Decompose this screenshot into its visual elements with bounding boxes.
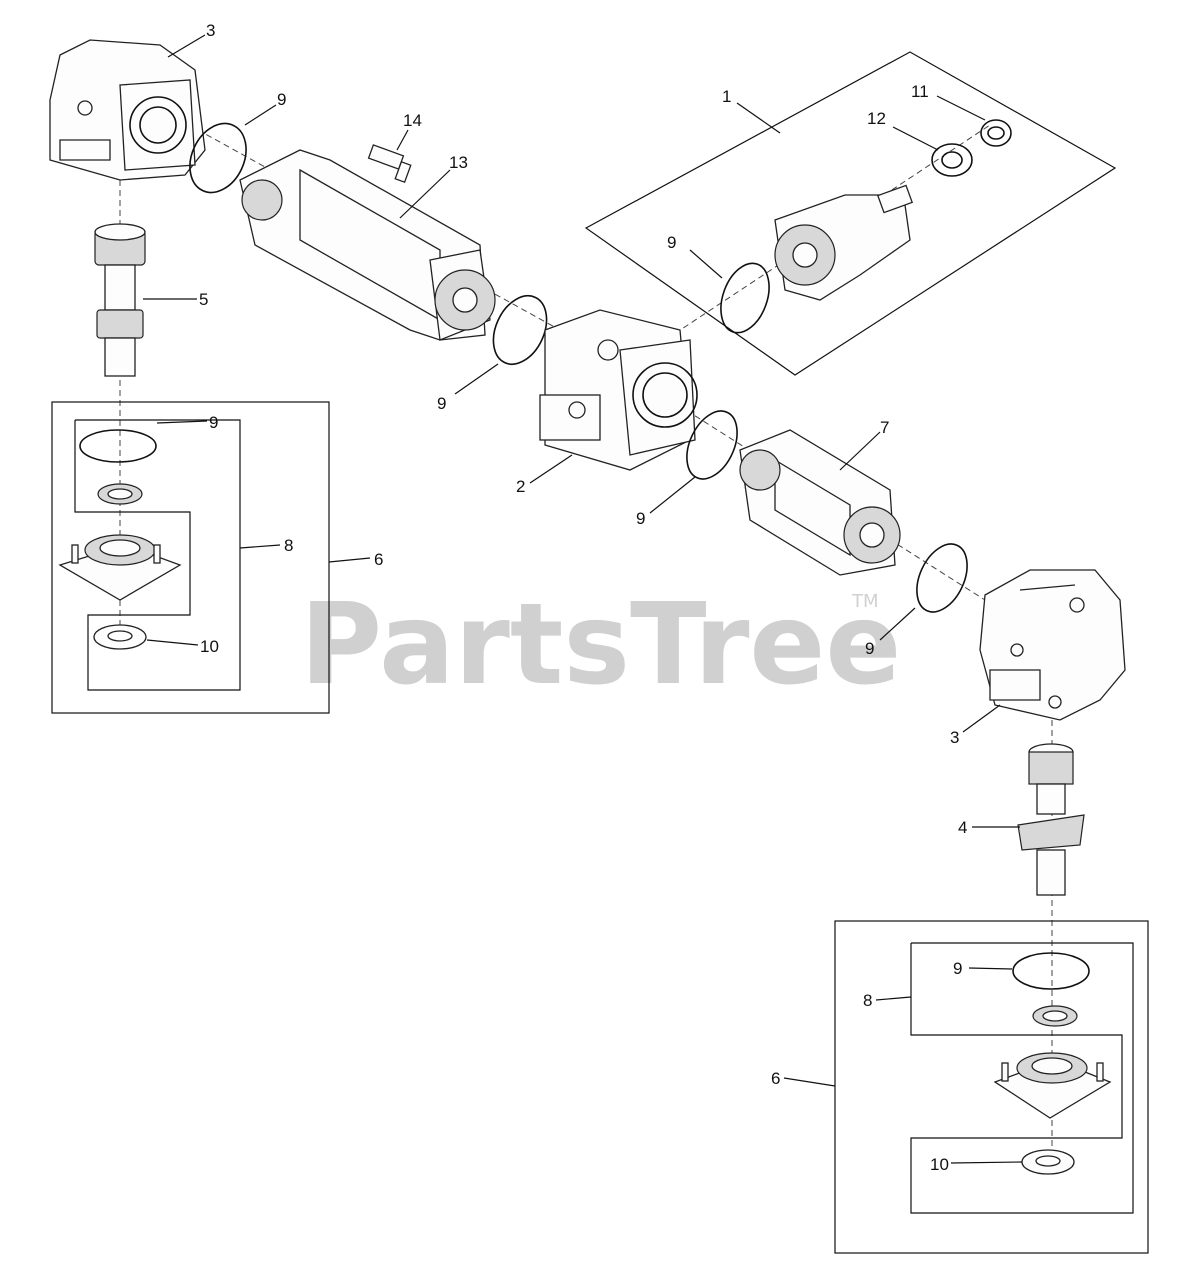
callout-9-right: 9 bbox=[865, 639, 874, 658]
callout-5: 5 bbox=[199, 290, 208, 309]
bearing-kit-right bbox=[1032, 1005, 1078, 1027]
gear-housing-top-left bbox=[49, 39, 206, 181]
bearing-kit-left bbox=[97, 483, 143, 505]
watermark-tm: TM bbox=[851, 591, 879, 612]
leader-lines bbox=[143, 34, 1023, 1164]
o-ring-kit-right bbox=[1012, 952, 1090, 990]
bearing-cap-left bbox=[58, 534, 182, 601]
callout-12: 12 bbox=[867, 109, 886, 128]
seal-11 bbox=[980, 119, 1012, 147]
o-ring-lower-right bbox=[916, 543, 968, 613]
callout-9-kit1: 9 bbox=[667, 233, 676, 252]
callout-7: 7 bbox=[880, 418, 889, 437]
watermark: PartsTree bbox=[300, 580, 901, 710]
callout-9-kit-right: 9 bbox=[953, 959, 962, 978]
pinion-shaft-left bbox=[94, 223, 146, 377]
callout-10-left: 10 bbox=[200, 637, 219, 656]
callout-10-right: 10 bbox=[930, 1155, 949, 1174]
short-tube-housing bbox=[739, 429, 901, 576]
o-ring-kit-1 bbox=[720, 262, 770, 334]
seal-12 bbox=[931, 143, 973, 177]
bolt bbox=[367, 144, 412, 184]
callout-6-left: 6 bbox=[374, 550, 383, 569]
callout-8-right: 8 bbox=[863, 991, 872, 1010]
callout-1: 1 bbox=[722, 87, 731, 106]
pinion-shaft-right bbox=[1017, 743, 1085, 896]
o-ring-mid-left bbox=[492, 295, 548, 365]
o-ring-kit-left bbox=[79, 429, 157, 463]
kit-box-6-right bbox=[834, 920, 1149, 1254]
callout-14: 14 bbox=[403, 111, 422, 130]
callout-3-top: 3 bbox=[206, 21, 215, 40]
callout-9-mid: 9 bbox=[636, 509, 645, 528]
callouts: 1 2 3 3 4 5 6 6 7 8 8 9 9 9 9 9 9 9 10 1… bbox=[199, 21, 967, 1174]
input-shaft-assembly bbox=[774, 184, 914, 301]
bearing-cap-right bbox=[993, 1052, 1112, 1119]
kit-box-8-right bbox=[910, 942, 1134, 1214]
o-ring-mid-right bbox=[686, 410, 738, 480]
tube-housing bbox=[239, 149, 496, 341]
seal-10-left bbox=[93, 624, 147, 650]
gear-housing-right bbox=[979, 569, 1126, 721]
callout-9-top: 9 bbox=[277, 90, 286, 109]
seal-10-right bbox=[1021, 1149, 1075, 1175]
callout-13: 13 bbox=[449, 153, 468, 172]
callout-2: 2 bbox=[516, 477, 525, 496]
callout-8-left: 8 bbox=[284, 536, 293, 555]
callout-11: 11 bbox=[911, 82, 929, 101]
callout-4: 4 bbox=[958, 818, 967, 837]
callout-3-right: 3 bbox=[950, 728, 959, 747]
callout-9-mid-left: 9 bbox=[437, 394, 446, 413]
o-ring-top bbox=[189, 122, 247, 194]
center-gear-housing bbox=[539, 309, 698, 471]
kit-box-8-left bbox=[74, 419, 241, 691]
callout-9-kit-left: 9 bbox=[209, 413, 218, 432]
kit-box-6-left bbox=[51, 401, 330, 714]
callout-6-right: 6 bbox=[771, 1069, 780, 1088]
